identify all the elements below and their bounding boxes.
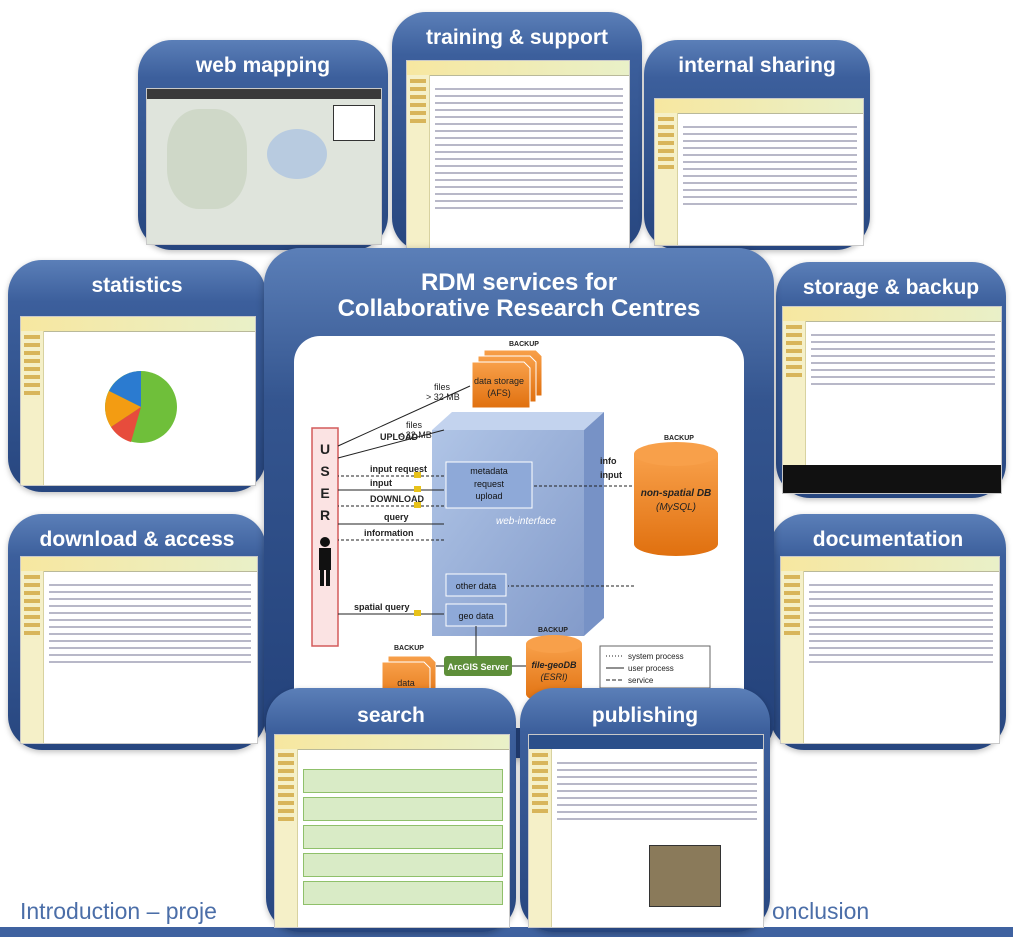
footer-left: Introduction – proje	[20, 898, 217, 924]
information-label: information	[364, 528, 414, 538]
download-label: DOWNLOAD	[370, 494, 424, 504]
tile-download-access[interactable]: download & access	[8, 514, 266, 750]
footer-bar	[0, 927, 1013, 937]
geo-data-box: geo data	[445, 603, 507, 627]
files-lt-label: files	[406, 420, 423, 430]
afs-label: (AFS)	[487, 388, 511, 398]
backup-label: BACKUP	[509, 341, 539, 348]
nonspatial-db-label: non-spatial DB	[641, 488, 712, 499]
publishing-screenshot	[528, 734, 764, 928]
data-storage-label: data storage	[474, 376, 524, 386]
input-right-label: input	[600, 470, 622, 480]
metadata-label: metadata	[470, 466, 508, 476]
tile-web-mapping[interactable]: web mapping	[138, 40, 388, 250]
rdm-services-panel: RDM services for Collaborative Research …	[264, 248, 774, 758]
input-request-label: input request	[370, 464, 427, 474]
input-label: input	[370, 478, 392, 488]
sharing-screenshot	[654, 98, 864, 246]
tile-storage-backup[interactable]: storage & backup	[776, 262, 1006, 498]
info-label: info	[600, 456, 617, 466]
request-label: request	[474, 479, 505, 489]
other-data-box: other data	[445, 573, 507, 597]
backup-label: BACKUP	[538, 627, 568, 634]
statistics-screenshot	[20, 316, 256, 486]
metadata-box: metadata request upload	[445, 461, 533, 509]
tile-publishing[interactable]: publishing	[520, 688, 770, 932]
esri-label: (ESRI)	[541, 672, 568, 682]
tile-title: search	[357, 704, 425, 727]
download-screenshot	[20, 556, 258, 744]
legend: system process user process service	[599, 645, 711, 689]
tile-internal-sharing[interactable]: internal sharing	[644, 40, 870, 250]
training-screenshot	[406, 60, 630, 250]
backup-label: BACKUP	[394, 645, 424, 652]
legend-service: service	[628, 676, 654, 685]
tile-search[interactable]: search	[266, 688, 516, 932]
tile-title: internal sharing	[678, 54, 836, 77]
nonspatial-db-cylinder: BACKUP non-spatial DB (MySQL)	[634, 435, 718, 556]
spatial-query-label: spatial query	[354, 602, 410, 612]
tile-documentation[interactable]: documentation	[770, 514, 1006, 750]
tile-title: web mapping	[195, 54, 331, 77]
backup-label: BACKUP	[664, 435, 694, 442]
geo-data-label: geo data	[458, 611, 493, 621]
query-label: query	[384, 512, 409, 522]
mysql-label: (MySQL)	[656, 502, 696, 513]
tile-title: storage & backup	[802, 276, 980, 299]
legend-user: user process	[628, 664, 674, 673]
web-interface-cube: web-interface	[432, 412, 604, 636]
tile-statistics[interactable]: statistics	[8, 260, 266, 492]
tile-training-support[interactable]: training & support	[392, 12, 642, 252]
rdm-architecture-diagram: BACKUP data storage (AFS) files > 32 MB …	[294, 336, 744, 728]
user-letter: E	[320, 485, 329, 501]
tile-title: statistics	[91, 274, 183, 297]
footer-nav: Introduction – proje onclusion	[0, 898, 1013, 926]
storage-screenshot	[782, 306, 1002, 494]
data-storage-afs: BACKUP data storage (AFS)	[471, 341, 543, 409]
web-interface-label: web-interface	[496, 516, 556, 527]
map-screenshot	[146, 88, 382, 245]
tile-title: training & support	[426, 26, 608, 49]
user-letter: S	[320, 463, 329, 479]
files-gt-label: files	[434, 382, 451, 392]
person-icon	[319, 537, 331, 586]
user-letter: R	[320, 507, 330, 523]
user-letter: U	[320, 441, 330, 457]
tile-title: documentation	[812, 528, 964, 551]
files-gt-size: > 32 MB	[426, 392, 460, 402]
tile-title: download & access	[39, 528, 235, 551]
center-title-line2: Collaborative Research Centres	[337, 295, 701, 322]
legend-system: system process	[628, 652, 684, 661]
files-lt-size: < 32 MB	[398, 430, 432, 440]
upload-box-label: upload	[475, 491, 502, 501]
data-label: data	[397, 678, 415, 688]
arcgis-server-label: ArcGIS Server	[447, 662, 509, 672]
file-geodb-label: file-geoDB	[532, 660, 578, 670]
user-box: U S E R	[311, 427, 339, 647]
other-data-label: other data	[456, 581, 497, 591]
pie-chart-thumbnail	[105, 371, 177, 443]
documentation-screenshot	[780, 556, 1000, 744]
search-screenshot	[274, 734, 510, 928]
lock-icon	[414, 472, 421, 616]
tile-title: publishing	[591, 704, 699, 727]
center-title-line1: RDM services for	[420, 269, 618, 296]
center-title: RDM services for Collaborative Research …	[264, 270, 774, 322]
footer-right: onclusion	[772, 898, 870, 924]
architecture-svg: BACKUP data storage (AFS) files > 32 MB …	[311, 341, 718, 709]
upload-label: UPLOAD	[380, 432, 419, 442]
arcgis-server-box: ArcGIS Server	[436, 656, 526, 676]
